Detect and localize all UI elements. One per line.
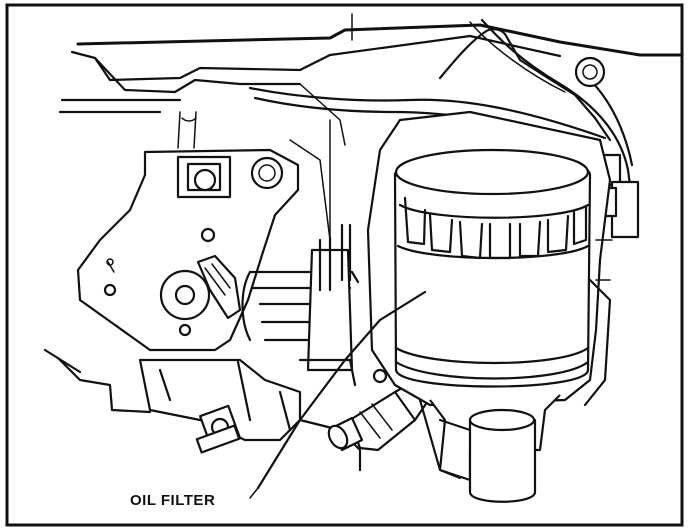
filter-base — [418, 394, 561, 503]
oil-filter-label: OIL FILTER — [130, 492, 215, 509]
oil-filter-leader-line — [256, 290, 427, 490]
linkage-rods — [241, 223, 360, 387]
oil-filter — [366, 110, 613, 407]
mounting-bracket — [76, 111, 300, 352]
bolt-top-right — [574, 56, 606, 88]
lower-housing — [43, 348, 362, 472]
diagram-frame — [5, 3, 684, 527]
engine-block-top — [58, 13, 682, 241]
